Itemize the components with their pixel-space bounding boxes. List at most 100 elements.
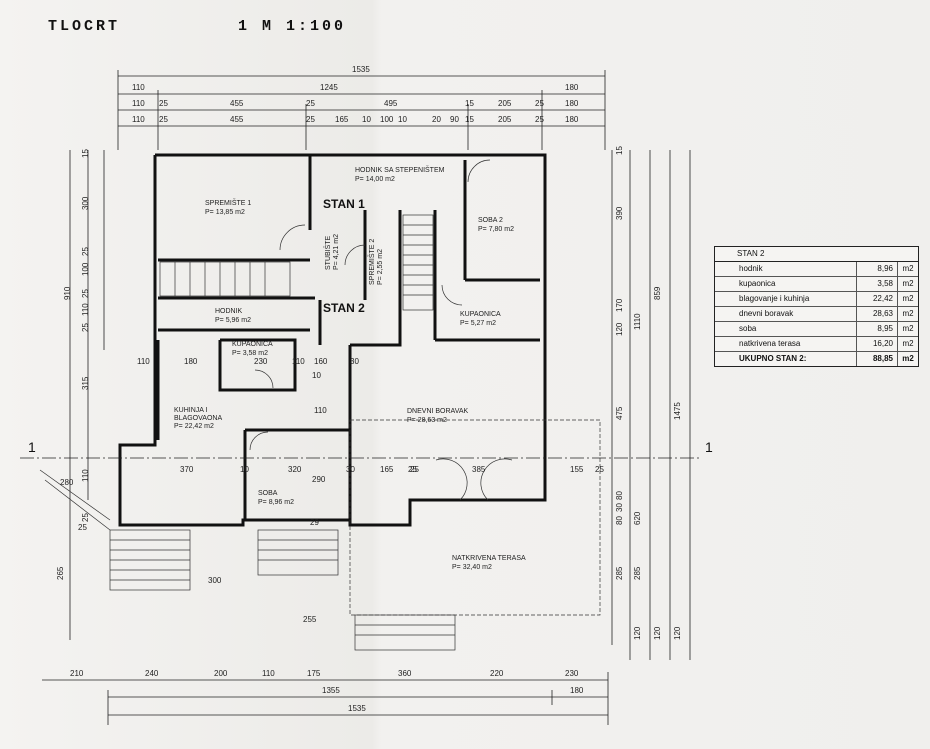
diminner-0: 110 xyxy=(137,357,150,366)
dimtop4-10: 15 xyxy=(465,115,474,124)
dimtop4-8: 20 xyxy=(432,115,441,124)
diminner-2: 230 xyxy=(254,357,268,366)
dimleft-0: 15 xyxy=(81,149,90,158)
room-hodnik-stepeniste-area: P= 14,00 m2 xyxy=(355,176,395,183)
diminner-6: 10 xyxy=(312,371,321,380)
diminner-11: 290 xyxy=(312,475,326,484)
diminner-20: 25 xyxy=(78,523,87,532)
dimright-10: 80 xyxy=(615,516,624,525)
dimright-14: 120 xyxy=(633,626,642,640)
dimright-5: 859 xyxy=(653,286,662,300)
area-table-total-row: UKUPNO STAN 2: 88,85 m2 xyxy=(715,352,918,366)
dimleft-2: 25 xyxy=(81,247,90,256)
row-unit: m2 xyxy=(897,292,918,306)
dimright-3: 120 xyxy=(615,322,624,336)
dimright-0: 15 xyxy=(615,146,624,155)
room-kupaonica-right-area: P= 5,27 m2 xyxy=(460,320,496,327)
dimright-15: 120 xyxy=(653,626,662,640)
area-table-title: STAN 2 xyxy=(715,247,918,262)
row-name: soba xyxy=(739,324,757,333)
room-soba-area: P= 8,96 m2 xyxy=(258,499,294,506)
diminner-1: 180 xyxy=(184,357,198,366)
room-kupaonica-right-name: KUPAONICA xyxy=(460,311,501,318)
diminner-22: 255 xyxy=(303,615,317,624)
dimright-11: 620 xyxy=(633,511,642,525)
drawing-scale: 1 M 1:100 xyxy=(238,18,347,35)
dimleft-10: 25 xyxy=(81,513,90,522)
dimtop2-0: 110 xyxy=(132,83,145,92)
total-value: 88,85 xyxy=(856,352,897,366)
row-unit: m2 xyxy=(897,322,918,336)
dimbot1-5: 360 xyxy=(398,669,412,678)
dim-bottom-total: 1535 xyxy=(348,704,366,713)
dimtop4-2: 455 xyxy=(230,115,244,124)
diminner-3: 110 xyxy=(292,357,305,366)
dimtop3-5: 15 xyxy=(465,99,474,108)
dimtop3-7: 25 xyxy=(535,99,544,108)
stan2-label: STAN 2 xyxy=(323,301,365,315)
dimbot1-2: 200 xyxy=(214,669,228,678)
dimleft-8: 315 xyxy=(81,376,90,390)
dimright-9: 30 xyxy=(615,503,624,512)
dimright-8: 80 xyxy=(615,491,624,500)
row-name: natkrivena terasa xyxy=(739,339,801,348)
room-spremiste2-name: SPREMIŠTE 2 xyxy=(367,239,376,285)
dimleft-4: 25 xyxy=(81,289,90,298)
diminner-7: 110 xyxy=(314,406,327,415)
dimtop4-1: 25 xyxy=(159,115,168,124)
row-unit: m2 xyxy=(897,262,918,276)
room-terasa-name: NATKRIVENA TERASA xyxy=(452,555,526,562)
dimright-1: 390 xyxy=(615,206,624,220)
dimtop3-1: 25 xyxy=(159,99,168,108)
diminner-10: 320 xyxy=(288,465,302,474)
row-value: 22,42 xyxy=(856,292,897,306)
room-kuhinja-name: KUHINJA I xyxy=(174,407,208,414)
diminner-15: 385 xyxy=(472,465,486,474)
stan1-label: STAN 1 xyxy=(323,197,365,211)
room-stubiste-area: P= 4,21 m2 xyxy=(333,234,340,270)
total-unit: m2 xyxy=(897,352,918,366)
dimright-12: 285 xyxy=(615,566,624,580)
diminner-8: 370 xyxy=(180,465,194,474)
row-name: kupaonica xyxy=(739,279,776,288)
room-terasa-area: P= 32,40 m2 xyxy=(452,564,492,571)
room-dnevni-area: P= 28,63 m2 xyxy=(407,417,447,424)
row-value: 8,95 xyxy=(856,322,897,336)
row-name: hodnik xyxy=(739,264,763,273)
dimtop3-2: 455 xyxy=(230,99,244,108)
room-spremiste2-area: P= 2,55 m2 xyxy=(377,249,384,285)
room-kuhinja-area: P= 22,42 m2 xyxy=(174,423,214,430)
dimleft-3: 100 xyxy=(81,262,90,276)
diminner-21: 300 xyxy=(208,576,222,585)
dimright-4: 475 xyxy=(615,406,624,420)
dimright-13: 285 xyxy=(633,566,642,580)
dimright-6: 1110 xyxy=(633,313,642,330)
dimtop4-9: 90 xyxy=(450,115,459,124)
dimtop3-6: 205 xyxy=(498,99,512,108)
dimtop3-3: 25 xyxy=(306,99,315,108)
row-name: blagovanje i kuhinja xyxy=(739,294,810,303)
row-unit: m2 xyxy=(897,307,918,321)
dimtop2-2: 180 xyxy=(565,83,579,92)
room-dnevni-name: DNEVNI BORAVAK xyxy=(407,408,469,415)
section-marker-left: 1 xyxy=(28,439,36,455)
dimbot1-6: 220 xyxy=(490,669,504,678)
room-kupaonica-left-name: KUPAONICA xyxy=(232,341,273,348)
dimtop3-0: 110 xyxy=(132,99,145,108)
dimtop3-4: 495 xyxy=(384,99,398,108)
dimtop4-6: 100 xyxy=(380,115,394,124)
diminner-12: 30 xyxy=(346,465,355,474)
row-value: 8,96 xyxy=(856,262,897,276)
room-kuhinja-name2: BLAGOVAONA xyxy=(174,415,222,422)
